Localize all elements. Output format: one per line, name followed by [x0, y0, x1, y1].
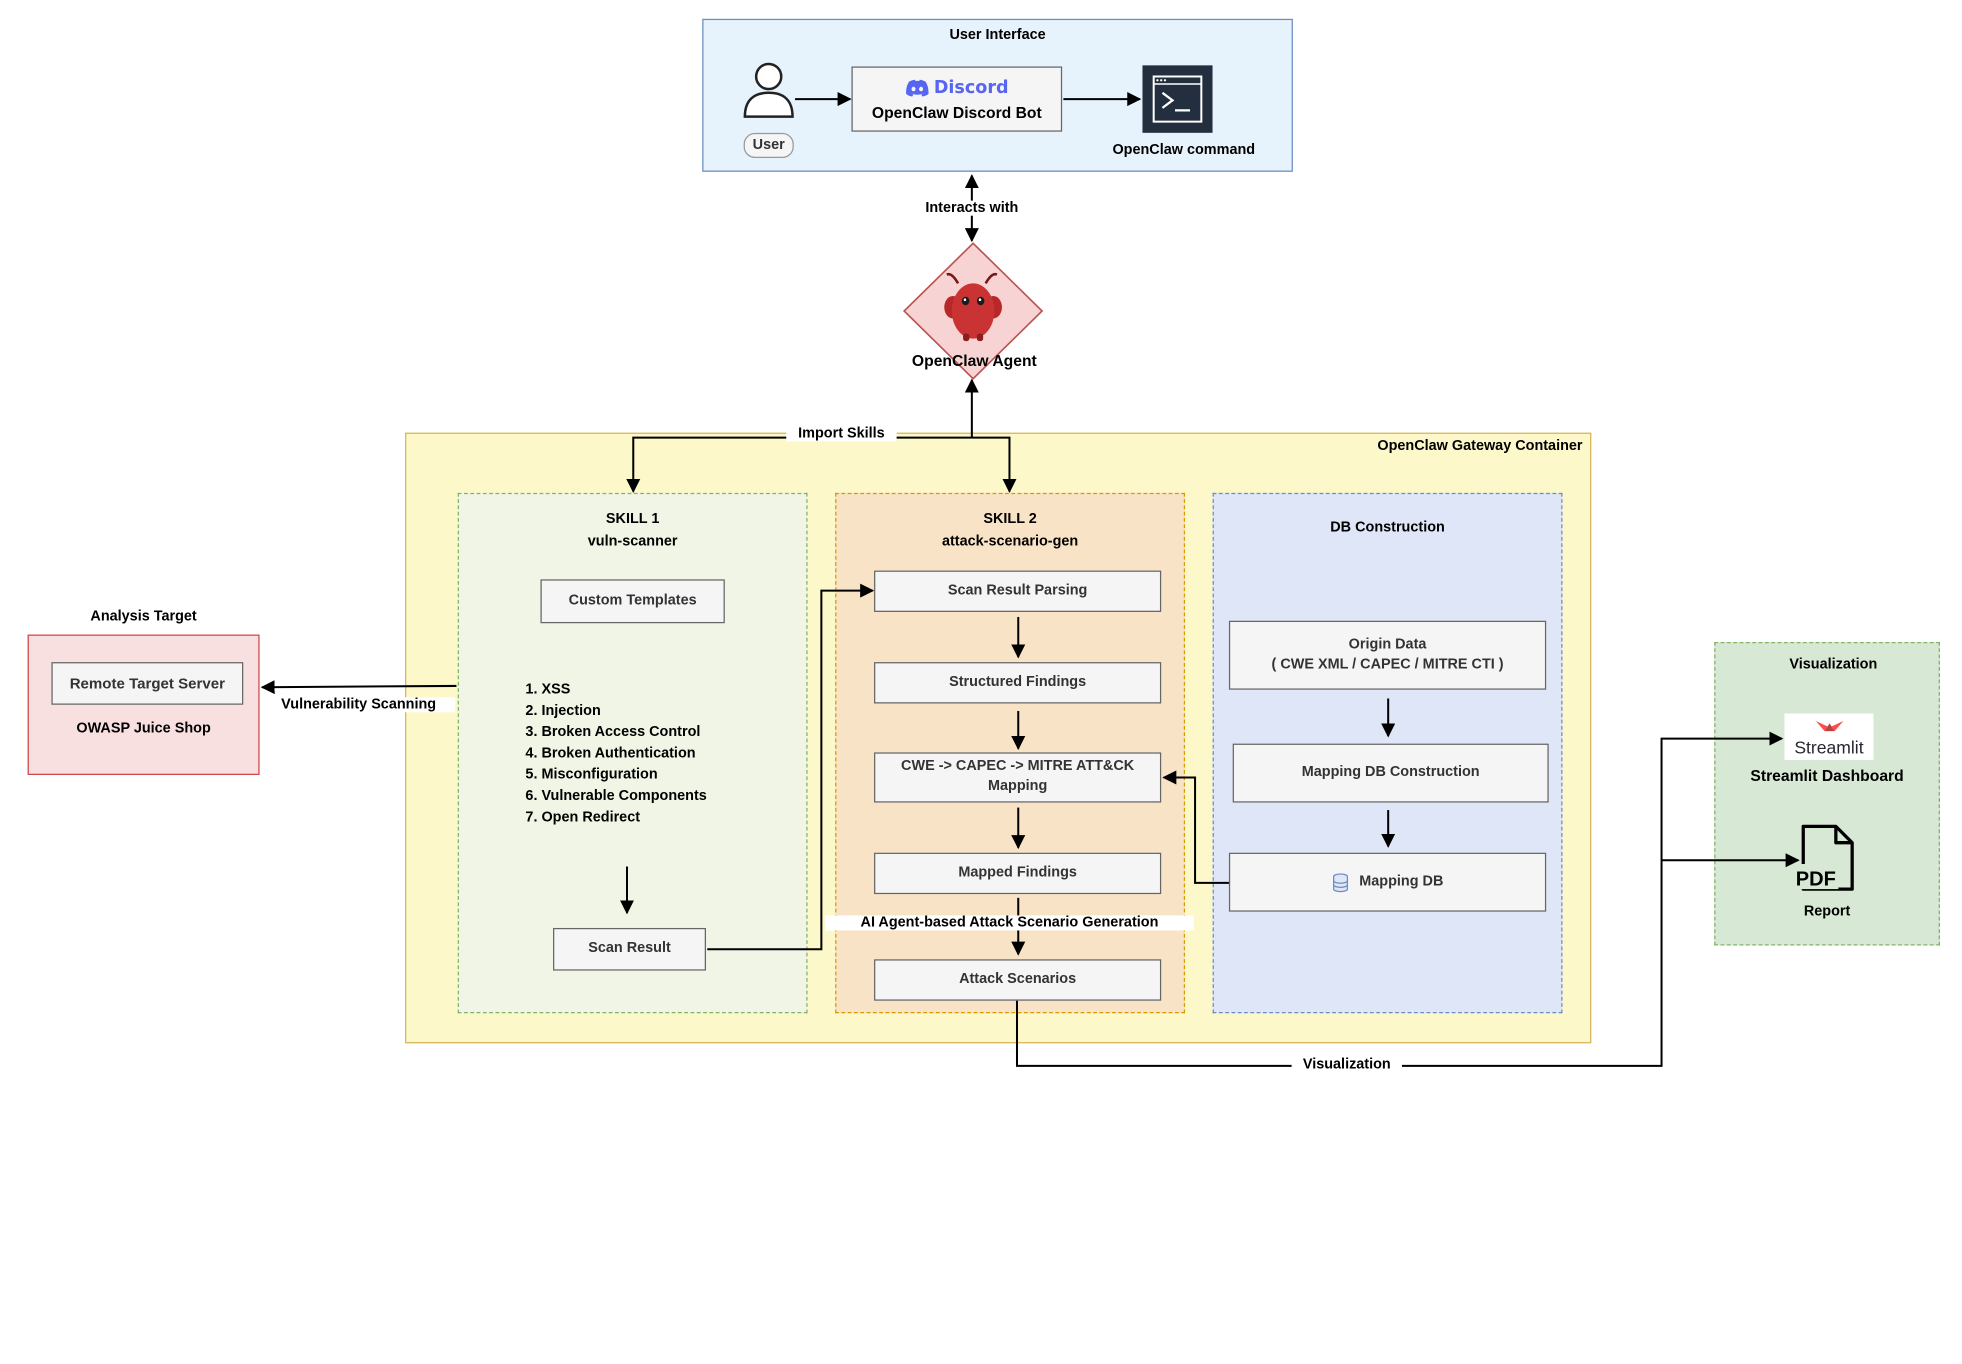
agent-diamond[interactable]: [902, 242, 1044, 380]
arrow-import-skill1: [626, 436, 972, 493]
mapping-db-box[interactable]: Mapping DB: [1228, 852, 1547, 912]
command-label: OpenClaw command: [1112, 142, 1256, 159]
cwe-capec-mitre-mapping-box[interactable]: CWE -> CAPEC -> MITRE ATT&CK Mapping: [874, 752, 1162, 803]
terminal-icon[interactable]: [1142, 65, 1213, 133]
report-label: Report: [1803, 904, 1851, 920]
vuln-item: 7. Open Redirect: [525, 810, 641, 826]
arrow-db-to-mapping: [1162, 770, 1229, 884]
mapping-db-construction-box[interactable]: Mapping DB Construction: [1232, 743, 1549, 803]
mapping-line2: Mapping: [987, 778, 1048, 794]
vuln-item: 4. Broken Authentication: [525, 746, 696, 762]
database-icon: [1332, 872, 1348, 892]
streamlit-logo[interactable]: Streamlit: [1784, 713, 1874, 760]
origin-data-line1: Origin Data: [1348, 637, 1427, 653]
scan-result-box[interactable]: Scan Result: [553, 927, 707, 971]
vulnerability-scanning-label: Vulnerability Scanning: [262, 697, 456, 713]
origin-data-line2: ( CWE XML / CAPEC / MITRE CTI ): [1271, 656, 1504, 672]
pdf-icon-text: PDF: [1795, 869, 1836, 891]
vuln-item: 3. Broken Access Control: [525, 724, 701, 740]
agent-label: OpenClaw Agent: [911, 352, 1037, 370]
skill2-title-line1: SKILL 2: [983, 511, 1037, 527]
vuln-item: 5. Misconfiguration: [525, 767, 658, 783]
streamlit-logo-text: Streamlit: [1794, 737, 1864, 758]
analysis-target-container: [27, 634, 260, 775]
arrow-import-skill2: [971, 436, 1017, 493]
user-interface-title: User Interface: [949, 27, 1046, 43]
arrow-vulnerability-scanning: [260, 680, 457, 695]
attack-scenarios-box[interactable]: Attack Scenarios: [874, 959, 1162, 1001]
custom-templates-box[interactable]: Custom Templates: [540, 579, 725, 624]
gateway-title: OpenClaw Gateway Container: [1377, 438, 1583, 454]
arrow-scan-result-to-parsing: [707, 583, 875, 951]
origin-data-box[interactable]: Origin Data ( CWE XML / CAPEC / MITRE CT…: [1228, 620, 1547, 690]
db-construction-title: DB Construction: [1330, 520, 1445, 536]
interacts-with-label: Interacts with: [907, 200, 1036, 216]
owasp-juice-shop-label: OWASP Juice Shop: [76, 721, 211, 737]
streamlit-dashboard-label: Streamlit Dashboard: [1750, 767, 1904, 786]
streamlit-icon: [1815, 721, 1844, 732]
vulnerability-list: 1. XSS 2. Injection 3. Broken Access Con…: [525, 680, 706, 829]
pdf-file-icon[interactable]: [1800, 824, 1856, 892]
visualization-container: [1714, 642, 1940, 946]
discord-icon: [905, 79, 929, 97]
discord-logo-text: Discord: [933, 77, 1009, 98]
skill1-title-line1: SKILL 1: [605, 511, 660, 527]
scan-result-parsing-box[interactable]: Scan Result Parsing: [874, 570, 1162, 612]
vuln-item: 2. Injection: [525, 703, 601, 719]
discord-bot-box[interactable]: Discord OpenClaw Discord Bot: [851, 66, 1063, 132]
skill1-title-line2: vuln-scanner: [587, 534, 678, 550]
user-label: User: [743, 132, 794, 159]
remote-target-server-box[interactable]: Remote Target Server: [51, 662, 244, 705]
vuln-item: 1. XSS: [525, 682, 571, 698]
user-icon: [743, 62, 794, 118]
skill2-title-line2: attack-scenario-gen: [941, 534, 1079, 550]
agent-mascot-icon: [944, 272, 1002, 342]
discord-logo: Discord: [853, 78, 1061, 98]
mapped-findings-box[interactable]: Mapped Findings: [874, 852, 1162, 895]
arrow-attack-to-visualization: [1015, 731, 1784, 1067]
visualization-edge-label: Visualization: [1291, 1057, 1402, 1073]
structured-findings-box[interactable]: Structured Findings: [874, 662, 1162, 704]
ai-generation-label: AI Agent-based Attack Scenario Generatio…: [825, 915, 1194, 931]
discord-bot-label: OpenClaw Discord Bot: [871, 104, 1042, 122]
mapping-db-label: Mapping DB: [1359, 873, 1444, 889]
visualization-title: Visualization: [1789, 657, 1878, 673]
vuln-item: 6. Vulnerable Components: [525, 788, 707, 804]
import-skills-label: Import Skills: [786, 426, 897, 442]
analysis-target-title: Analysis Target: [90, 609, 197, 625]
mapping-line1: CWE -> CAPEC -> MITRE ATT&CK: [901, 759, 1135, 775]
